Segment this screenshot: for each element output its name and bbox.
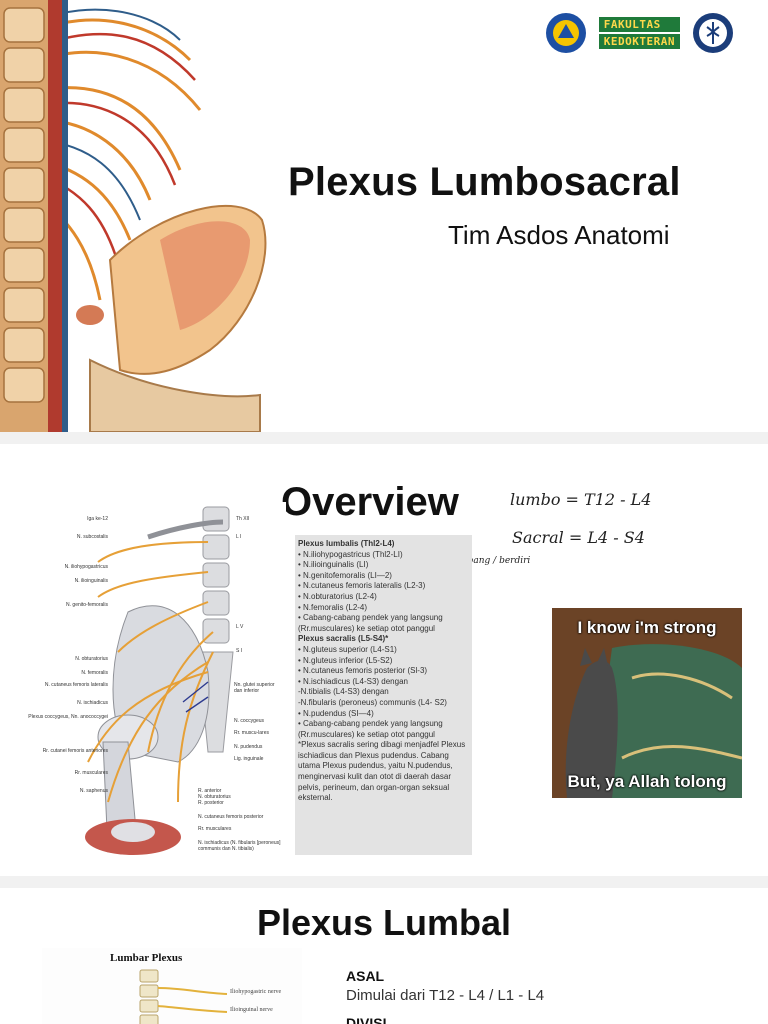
faculty-word-1: FAKULTAS xyxy=(598,17,680,32)
slide-gap xyxy=(0,876,768,888)
overview-text-line: • N.iliohypogastricus (Thl2-LI) xyxy=(298,549,403,559)
plexus-lumbal-slide: Plexus Lumbal Lumbar Plexus Iliohypogast… xyxy=(0,888,768,1024)
overview-text-line: menginervasi kulit dan otot di daerah da… xyxy=(298,772,451,782)
lumbar-plexus-heading: Lumbar Plexus xyxy=(110,952,183,964)
overview-text-line: • N.gluteus inferior (L5-S2) xyxy=(298,655,393,665)
meme-bottom-caption: But, ya Allah tolong xyxy=(567,772,727,791)
university-seal-icon xyxy=(545,13,586,53)
overview-text-line: • Cabang-cabang pendek yang langsung xyxy=(298,613,443,623)
lumbar-plexus-image: Lumbar Plexus Iliohypogastric nerve Ilio… xyxy=(42,948,302,1024)
overview-slide: Overview lumbo = T12 - L4 Sacral = L4 - … xyxy=(0,444,768,876)
overview-title: Overview xyxy=(281,480,459,524)
handwritten-lumbo: lumbo = T12 - L4 xyxy=(510,490,652,509)
faculty-word-2: KEDOKTERAN xyxy=(598,34,680,49)
overview-text-line: -N.tibialis (L4-S3) dengan xyxy=(298,687,389,697)
overview-text-line: • N.ischiadicus (L4-S3) dengan xyxy=(298,676,408,686)
overview-text-line: • N.cutaneus femoris lateralis (L2-3) xyxy=(298,581,426,591)
department-seal-icon xyxy=(693,13,733,53)
overview-text-line: Plexus sacralis (L5-S4)* xyxy=(298,634,389,644)
presentation-title: Plexus Lumbosacral xyxy=(288,160,681,204)
overview-text-line: *Plexus sacralis sering dibagi menjadfel… xyxy=(298,740,466,750)
divisi-heading: DIVISI xyxy=(346,1015,387,1024)
iliohypogastric-label: Iliohypogastric nerve xyxy=(230,989,282,995)
pelvis-nerve-diagram xyxy=(8,502,286,874)
asal-value: Dimulai dari T12 - L4 / L1 - L4 xyxy=(346,987,545,1004)
spine-illustration xyxy=(0,0,270,432)
ilioinguinal-label: Ilioinguinal nerve xyxy=(230,1007,273,1013)
overview-text-line: pelvis, perineum, dan organ-organ seksua… xyxy=(298,782,450,792)
overview-text-line: • N.ilioinguinalis (LI) xyxy=(298,560,369,570)
faculty-logos: FAKULTAS KEDOKTERAN xyxy=(545,12,734,54)
handwritten-sacral: Sacral = L4 - S4 xyxy=(512,528,645,547)
overview-text-line: Plexus lumbalis (Thl2-L4) xyxy=(298,539,395,548)
overview-text-line: • N.pudendus (SI—4) xyxy=(298,708,374,718)
faculty-wordmark: FAKULTAS KEDOKTERAN xyxy=(598,17,680,49)
meme-top-caption: I know i'm strong xyxy=(577,618,717,637)
overview-text-line: -N.fibularis (peroneus) communis (L4- S2… xyxy=(298,697,447,707)
overview-text-line: (Rr.musculares) ke setiap otot panggul xyxy=(298,729,435,739)
presentation-subtitle: Tim Asdos Anatomi xyxy=(448,220,670,250)
asal-heading: ASAL xyxy=(346,968,385,984)
overview-text-line: (Rr.musculares) ke setiap otot panggul xyxy=(298,623,435,633)
overview-text-line: eksternal. xyxy=(298,793,333,803)
plexus-lumbal-title: Plexus Lumbal xyxy=(256,902,512,943)
overview-text-line: utama Plexus pudendus, yaitu N.pudendus, xyxy=(298,761,453,771)
overview-text-line: • N.cutaneus femoris posterior (Sl-3) xyxy=(298,666,428,676)
title-slide: FAKULTAS KEDOKTERAN Plexus Lumbosacral T… xyxy=(0,0,768,432)
cat-meme: I know i'm strong But, ya Allah tolong xyxy=(552,608,742,798)
cat-photo xyxy=(552,608,742,798)
overview-text-box: Plexus lumbalis (Thl2-L4)• N.iliohypogas… xyxy=(295,535,472,855)
overview-text-line: • Cabang-cabang pendek yang langsung xyxy=(298,719,443,729)
overview-text-line: • N.obturatorius (L2-4) xyxy=(298,591,377,601)
overview-text-line: • N.genitofemoralis (LI—2) xyxy=(298,570,392,580)
overview-text-line: ischiadicus dan Plexus pudendus. Cabang xyxy=(298,750,449,760)
overview-text-line: • N.gluteus superior (L4-S1) xyxy=(298,644,397,654)
slide-gap xyxy=(0,432,768,444)
overview-text-line: • N.femoralis (L2-4) xyxy=(298,602,368,612)
lumbar-plexus-drawing xyxy=(139,969,228,1024)
